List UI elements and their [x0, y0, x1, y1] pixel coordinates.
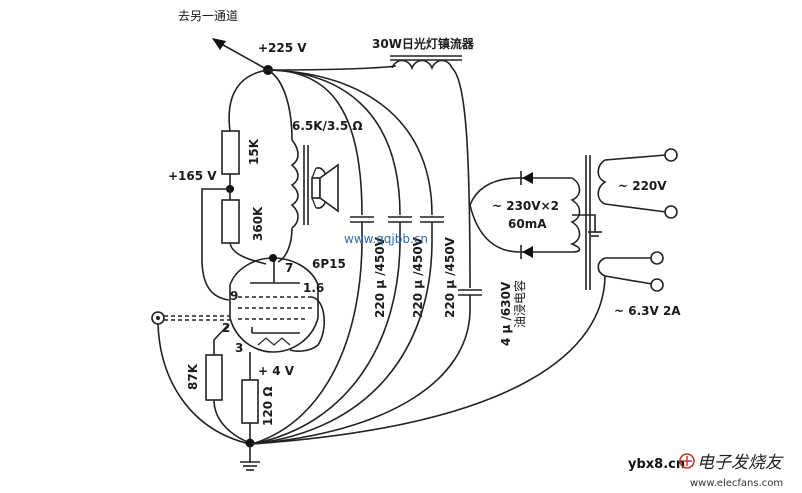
ct-ground-icon [588, 231, 602, 237]
label-ballast: 30W日光灯镇流器 [372, 36, 475, 51]
terminal-mains-1[interactable] [664, 148, 678, 162]
cap-2 [388, 216, 412, 240]
brand-logo-icon [679, 453, 695, 469]
label-4v: + 4 V [258, 364, 295, 378]
cap-3 [420, 216, 444, 240]
watermark: www.qqjbb.cn [344, 232, 428, 246]
label-15k: 15K [247, 138, 261, 165]
label-mains: ~ 220V [618, 179, 667, 193]
label-120: 120 Ω [261, 387, 275, 426]
label-heater: ~ 6.3V 2A [614, 304, 681, 318]
label-cap-oil: 4 μ /630V [499, 281, 513, 346]
label-165v: +165 V [168, 169, 217, 183]
node-plate [269, 254, 277, 262]
wire-bplus-to-15k [228, 69, 269, 132]
power-transformer [569, 155, 607, 290]
resistor-87k [205, 354, 223, 401]
label-b-plus: +225 V [258, 41, 307, 55]
ground-icon [240, 443, 260, 471]
ballast-choke [390, 55, 471, 289]
label-tube: 6P15 [312, 257, 346, 271]
brand-url: www.elecfans.com [690, 478, 783, 489]
cap-oil [458, 289, 482, 312]
input-jack[interactable] [151, 311, 165, 325]
label-pin7: 7 [285, 261, 293, 275]
label-360k: 360K [251, 206, 265, 241]
resistor-360k [221, 199, 240, 244]
terminal-heater-2[interactable] [650, 278, 664, 292]
output-arrow [212, 38, 269, 71]
label-secondary-ma: 60mA [508, 217, 547, 231]
resistor-120 [241, 379, 259, 424]
label-pin16: 1.6 [303, 281, 324, 295]
brand-site: ybx8.cn [628, 457, 685, 472]
diode-top [520, 171, 533, 185]
speaker-icon [311, 163, 339, 213]
label-87k: 87K [186, 363, 200, 390]
label-cap-oil-note: 油浸电容 [512, 280, 527, 328]
resistor-15k [221, 130, 240, 175]
diode-bottom [520, 245, 533, 259]
label-output-transformer: 6.5K/3.5 Ω [292, 119, 363, 133]
brand-name: 电子发烧友 [697, 453, 784, 473]
label-cap2: 220 μ /450V [411, 236, 425, 318]
label-pin9: 9 [230, 289, 238, 303]
cap-1 [350, 216, 374, 240]
label-pin3: 3 [235, 341, 243, 355]
terminal-mains-2[interactable] [664, 205, 678, 219]
label-to-other-channel: 去另一通道 [178, 9, 238, 23]
wire-bplus-to-ot [267, 69, 293, 141]
output-transformer [277, 139, 327, 263]
label-cap1: 220 μ /450V [373, 236, 387, 318]
terminal-heater-1[interactable] [650, 251, 664, 265]
label-cap3: 220 μ /450V [443, 236, 457, 318]
tube-6p15 [229, 254, 319, 353]
label-secondary-hv: ~ 230V×2 [492, 199, 559, 213]
